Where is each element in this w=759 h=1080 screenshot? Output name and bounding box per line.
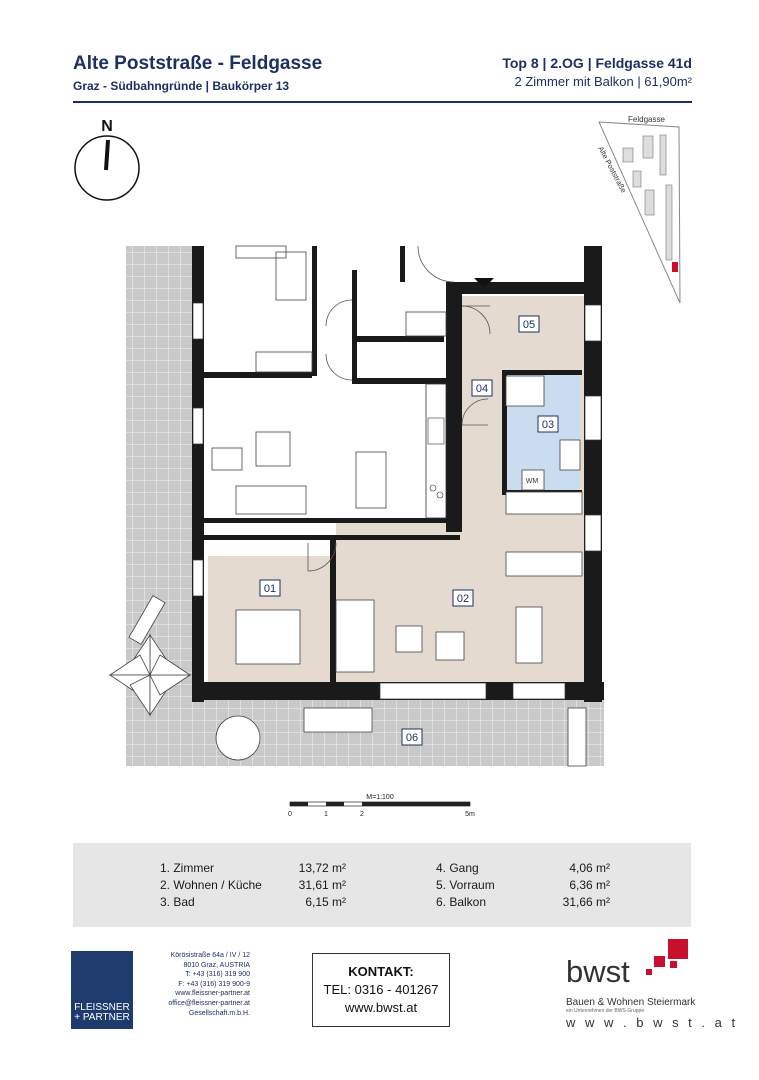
architect-logo [71, 951, 133, 1029]
scale-tick-2: 2 [360, 811, 364, 818]
scale-tick-0: 0 [288, 811, 292, 818]
project-subtitle: Graz - Südbahngründe | Baukörper 13 [73, 79, 290, 93]
room-labels: 01 02 03 04 05 06 [259, 315, 559, 746]
compass: N [74, 118, 140, 201]
bwst-website-link[interactable]: w w w . b w s t . a t [566, 1015, 739, 1030]
washing-machine-label: WM [526, 478, 539, 485]
compass-north-label: N [101, 118, 113, 135]
area-table: 1. Zimmer 13,72 m² 2. Wohnen / Küche 31,… [73, 843, 691, 927]
contact-title: KONTAKT: [348, 964, 414, 979]
street-label-feldgasse: Feldgasse [628, 115, 665, 124]
compass-needle [104, 139, 110, 171]
architect-address: Körösistraße 64a / IV / 12 8010 Graz, AU… [136, 951, 250, 1018]
bwst-logo-word: bwst [566, 954, 630, 989]
room-label-06: 06 [406, 732, 418, 744]
room-label-05: 05 [523, 319, 535, 331]
room-box-01 [259, 579, 281, 597]
floor-plan: N Feldgasse Alte Poststraße [74, 115, 681, 818]
kitchen-west [425, 383, 447, 519]
architect-website-link[interactable]: www.fleissner-partner.at [175, 990, 250, 998]
scale-tick-5m: 5m [465, 811, 475, 818]
windows [192, 302, 602, 700]
neighbor-furniture [211, 245, 447, 515]
scale-title: M=1:100 [366, 794, 394, 801]
unit-marker [672, 262, 678, 272]
unit-title: Top 8 | 2.OG | Feldgasse 41d [502, 55, 692, 71]
architect-logo-text: FLEISSNER + PARTNER [74, 1002, 130, 1023]
bwst-logo-mark [646, 939, 688, 975]
room-label-03: 03 [542, 419, 554, 431]
project-title: Alte Poststraße - Feldgasse [73, 53, 323, 74]
unit-furniture [215, 375, 587, 767]
compass-circle [74, 135, 140, 201]
room-box-04 [471, 379, 493, 397]
room-box-05 [518, 315, 540, 333]
room-box-02 [452, 589, 474, 607]
architect-email-link[interactable]: office@fleissner-partner.at [168, 999, 250, 1007]
site-key-plan: Feldgasse Alte Poststraße [596, 115, 681, 304]
room-box-03 [537, 415, 559, 433]
bwst-tagline: Bauen & Wohnen Steiermark [566, 997, 696, 1008]
unit-description: 2 Zimmer mit Balkon | 61,90m² [514, 74, 692, 89]
parasol [108, 633, 192, 717]
contact-box: KONTAKT: TEL: 0316 - 401267 www.bwst.at [312, 953, 450, 1027]
bwst-subtagline: ein Unternehmen der BWS-Gruppe [566, 1008, 645, 1014]
contact-website[interactable]: www.bwst.at [344, 1000, 418, 1015]
room-label-04: 04 [476, 383, 488, 395]
room-label-02: 02 [457, 593, 469, 605]
contact-phone[interactable]: TEL: 0316 - 401267 [323, 982, 439, 997]
balcony-strip-west [126, 246, 192, 536]
room-label-01: 01 [264, 583, 276, 595]
header-divider [73, 101, 692, 103]
room-box-06 [401, 728, 423, 746]
doors [307, 245, 491, 572]
sun-lounger [128, 595, 166, 645]
scale-tick-1: 1 [324, 811, 328, 818]
scale-bar: M=1:100 0 1 2 5m [288, 794, 475, 818]
entrance-marker [474, 278, 494, 288]
